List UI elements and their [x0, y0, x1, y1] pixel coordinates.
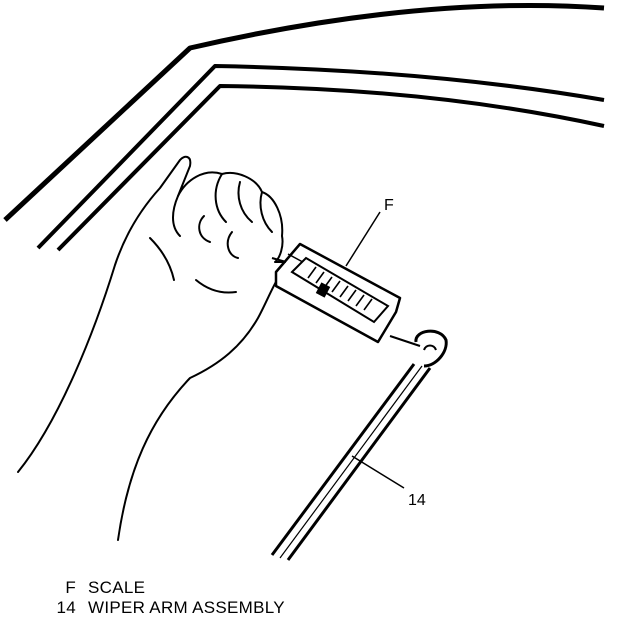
legend-label: SCALE: [88, 578, 146, 597]
callout-leader-wiper-arm: [351, 455, 405, 489]
legend-row: 14 WIPER ARM ASSEMBLY: [40, 598, 285, 618]
wiper-arm-tension-figure: F 14: [3, 2, 605, 561]
windshield-moulding-line-2: [56, 84, 605, 252]
callout-leader-scale: [345, 211, 381, 267]
wiper-arm: [270, 329, 448, 561]
spring-scale: [271, 242, 421, 347]
legend-label: WIPER ARM ASSEMBLY: [88, 598, 285, 617]
windshield-outer-edge: [3, 2, 605, 222]
windshield-moulding-line-1: [36, 64, 605, 250]
figure-legend: F SCALE 14 WIPER ARM ASSEMBLY: [40, 578, 285, 618]
legend-key: 14: [56, 598, 76, 617]
legend-row: F SCALE: [40, 578, 285, 598]
hand-illustration: [17, 155, 291, 541]
callout-label-scale: F: [384, 197, 394, 214]
callout-label-wiper-arm: 14: [408, 492, 426, 509]
legend-key: F: [65, 578, 76, 597]
